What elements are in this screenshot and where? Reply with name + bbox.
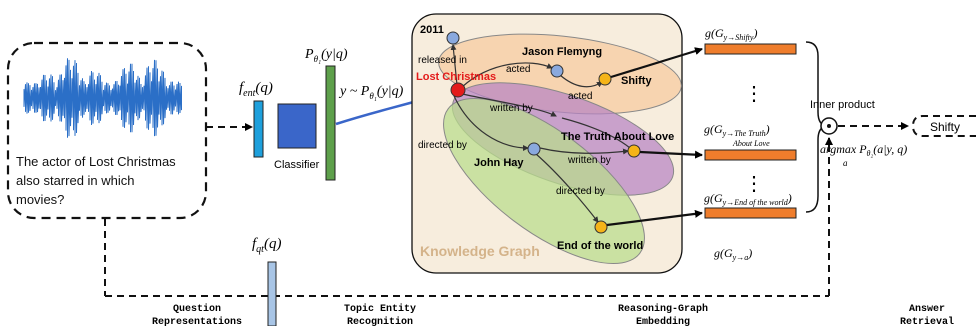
stage-2-line-1: Topic Entity (344, 303, 416, 315)
inner-product-dot (827, 124, 831, 128)
edge-acted-2 (559, 74, 603, 88)
arrow-end-world-embed (606, 209, 703, 227)
label-written-by-1: written by (489, 103, 533, 114)
edge-written-by-2 (561, 117, 631, 149)
node-jason (550, 64, 564, 78)
label-john: John Hay (474, 157, 524, 169)
embed-bar-shifty (704, 43, 797, 55)
label-year: 2011 (420, 24, 444, 36)
answer-text: Shifty (930, 120, 960, 134)
label-written-by-2: written by (567, 155, 611, 166)
question-line-1: The actor of Lost Christmas (16, 154, 176, 169)
embed-label-shifty: g(Gy→Shifty) (705, 26, 757, 42)
audio-waveform-icon (23, 58, 182, 138)
stage-2-line-2: Recognition (347, 316, 413, 326)
p-theta1-label: Pθ₁(y|q) (304, 47, 348, 64)
label-shifty: Shifty (621, 75, 652, 87)
label-released-in: released in (418, 55, 467, 66)
label-jason: Jason Flemyng (522, 46, 602, 58)
node-lost-christmas (450, 82, 466, 98)
stage-4-line-1: Answer (909, 304, 945, 315)
f-ent-label: fent(q) (239, 80, 273, 99)
edge-acted-1 (461, 62, 553, 88)
label-lost-christmas: Lost Christmas (416, 71, 496, 83)
embed-bar-end-world (704, 207, 797, 219)
stage-4-line-2: Retrieval (900, 316, 954, 326)
arrow-shifty-embed (610, 47, 703, 79)
label-end-world: End of the world (557, 240, 643, 252)
classifier-box (277, 103, 317, 149)
stage-1-line-2: Representations (152, 316, 242, 326)
label-directed-by-2: directed by (556, 186, 605, 197)
f-qt-label: fqt(q) (252, 236, 281, 255)
label-acted-1: acted (506, 64, 530, 75)
embed-label-general: g(Gy→a) (714, 246, 752, 262)
argmax-sub: a (843, 158, 848, 168)
node-year (446, 31, 460, 45)
embed-bar-truth (704, 149, 797, 161)
label-directed-by-1: directed by (418, 140, 467, 151)
waveform-path (23, 58, 182, 138)
stage-1-line-1: Question (173, 303, 221, 315)
argmax-label: argmax Pθ₂(a|y, q) (820, 142, 907, 158)
inner-product-label: Inner product (810, 99, 875, 111)
question-line-2: also starred in which (16, 173, 135, 188)
p-theta1-box (325, 65, 336, 181)
classifier-label: Classifier (274, 159, 320, 171)
f-ent-box (253, 100, 264, 158)
edge-directed-by-1 (453, 95, 529, 151)
node-end-world (594, 220, 608, 234)
stage-3-line-1: Reasoning-Graph (618, 303, 708, 315)
dots-2: ⋮ (744, 173, 764, 195)
dots-1: ⋮ (744, 83, 764, 105)
label-truth: The Truth About Love (561, 131, 674, 143)
label-acted-2: acted (568, 91, 592, 102)
question-line-3: movies? (16, 192, 64, 207)
embed-label-truth-2: About Love (732, 139, 770, 148)
embed-label-end-world: g(Gy→End of the world) (704, 191, 792, 207)
stage-3-line-2: Embedding (636, 316, 690, 326)
node-truth (627, 144, 641, 158)
edge-written-by-1 (461, 93, 557, 117)
question-box (6, 41, 208, 220)
edge-released-in (450, 44, 458, 86)
embed-label-truth: g(Gy→The Truth) (704, 122, 770, 138)
sample-label: y ~ Pθ₁(y|q) (338, 84, 404, 101)
arrow-truth-embed (639, 150, 703, 159)
f-qt-box (267, 261, 277, 326)
edge-directed-by-2 (535, 153, 599, 223)
edge-written-by-3 (539, 147, 629, 155)
knowledge-graph-label: Knowledge Graph (420, 243, 540, 259)
node-john (527, 142, 541, 156)
node-shifty (598, 72, 612, 86)
